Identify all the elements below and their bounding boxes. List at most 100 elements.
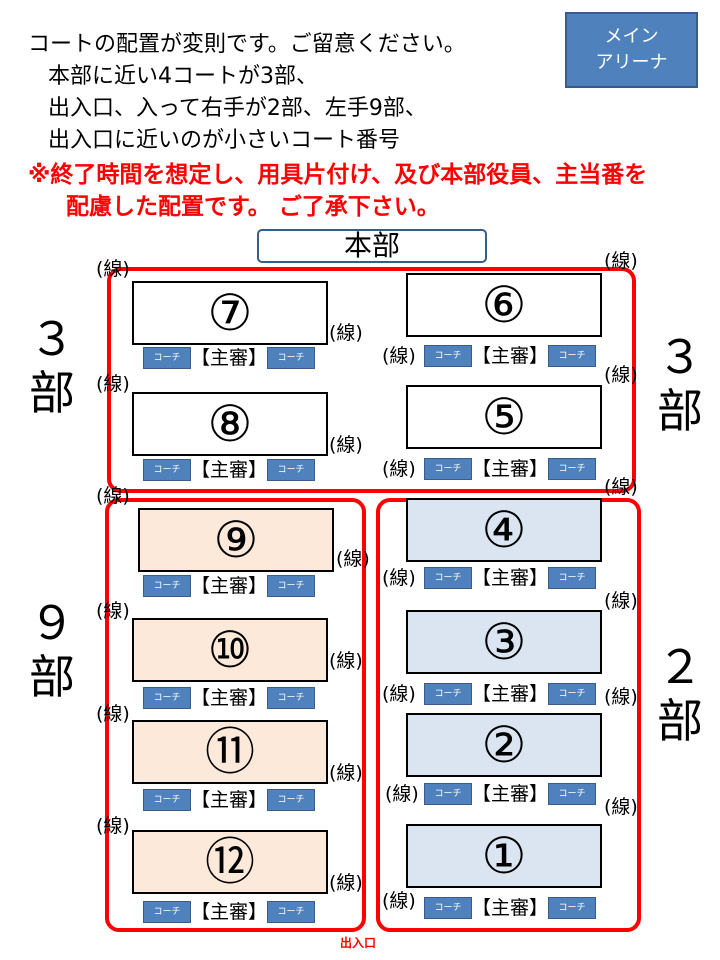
note-line-4: 出入口に近いのが小さいコート番号 [48,128,401,153]
court-6: ④ [406,498,602,562]
referee-row: コーチ【主審】コーチ [143,788,316,812]
coach-right-box: コーチ [267,347,316,369]
division-label-3-right: ３ 部 [650,330,710,438]
court-number: ⑤ [481,388,527,446]
coach-left-box: コーチ [424,567,472,589]
division-suffix: 部 [657,694,703,748]
line-judge-label: (線) [382,345,416,367]
warning-line-2: 配慮した配置です。 ご了承下さい。 [66,194,440,220]
line-judge-label: (線) [329,762,363,784]
division-suffix: 部 [657,384,703,438]
coach-left-box: コーチ [424,458,472,480]
line-judge-label: (線) [382,567,416,589]
line-judge-label: (線) [385,783,419,805]
court-number: ⑫ [205,833,255,891]
coach-right-box: コーチ [267,687,316,709]
coach-left-box: コーチ [424,683,472,705]
division-label-9: ９ 部 [22,596,82,704]
coach-right-box: コーチ [267,789,316,811]
line-judge-label: (線) [382,890,416,912]
line-judge-label: (線) [96,485,130,507]
coach-left-box: コーチ [424,783,472,805]
coach-left-box: コーチ [143,347,191,369]
chief-referee-label: 【主審】 [191,575,268,597]
chief-referee-label: 【主審】 [191,901,268,923]
line-judge-label: (線) [604,590,638,612]
referee-row: コーチ【主審】コーチ [143,686,316,710]
line-judge-label: (線) [604,686,638,708]
court-10: ② [406,713,602,777]
line-judge-label: (線) [96,258,130,280]
note-line-2: 本部に近い4コートが3部、 [48,64,318,89]
line-judge-label: (線) [604,364,638,386]
coach-right-box: コーチ [267,459,316,481]
line-judge-label: (線) [329,650,363,672]
court-number: ④ [481,501,527,559]
coach-left-box: コーチ [143,687,191,709]
coach-right-box: コーチ [548,345,597,367]
court-number: ① [481,827,527,885]
coach-right-box: コーチ [267,901,316,923]
referee-row: コーチ【主審】コーチ [424,782,597,806]
coach-left-box: コーチ [143,901,191,923]
coach-left-box: コーチ [143,459,191,481]
line-judge-label: (線) [96,600,130,622]
coach-right-box: コーチ [548,458,597,480]
court-number: ③ [481,613,527,671]
court-2: ⑥ [406,273,602,337]
chief-referee-label: 【主審】 [472,783,549,805]
division-suffix: 部 [29,366,75,420]
chief-referee-label: 【主審】 [472,345,549,367]
chief-referee-label: 【主審】 [191,459,268,481]
line-judge-label: (線) [604,796,638,818]
division-number: ９ [29,596,75,650]
note-line-1: コートの配置が変則です。ご留意ください。 [28,32,466,57]
court-number: ⑥ [481,276,527,334]
coach-left-box: コーチ [143,575,191,597]
chief-referee-label: 【主審】 [191,347,268,369]
chief-referee-label: 【主審】 [472,567,549,589]
line-judge-label: (線) [96,703,130,725]
court-5: ⑨ [138,508,334,572]
referee-row: コーチ【主審】コーチ [424,896,597,920]
line-judge-label: (線) [96,815,130,837]
coach-right-box: コーチ [548,683,597,705]
line-judge-label: (線) [604,476,638,498]
division-number: ２ [657,640,703,694]
referee-row: コーチ【主審】コーチ [424,682,597,706]
division-number: ３ [29,312,75,366]
entrance-label: 出入口 [340,936,377,950]
court-4: ⑤ [406,385,602,449]
chief-referee-label: 【主審】 [472,458,549,480]
court-7: ⑩ [132,618,328,682]
headquarters-box: 本部 [257,229,487,263]
line-judge-label: (線) [336,548,370,570]
court-number: ② [481,716,527,774]
referee-row: コーチ【主審】コーチ [143,458,316,482]
court-number: ⑪ [205,723,255,781]
court-number: ⑩ [207,621,253,679]
court-11: ⑫ [132,830,328,894]
division-label-3-left: ３ 部 [22,312,82,420]
coach-right-box: コーチ [548,897,597,919]
coach-left-box: コーチ [143,789,191,811]
referee-row: コーチ【主審】コーチ [143,574,316,598]
court-8: ③ [406,610,602,674]
line-judge-label: (線) [329,872,363,894]
referee-row: コーチ【主審】コーチ [143,900,316,924]
line-judge-label: (線) [329,322,363,344]
coach-right-box: コーチ [267,575,316,597]
court-1: ⑦ [132,281,328,345]
division-9-group [105,498,366,932]
line-judge-label: (線) [329,434,363,456]
chief-referee-label: 【主審】 [472,683,549,705]
chief-referee-label: 【主審】 [472,897,549,919]
main-arena-label: メイン アリーナ [565,12,698,88]
coach-right-box: コーチ [548,567,597,589]
chief-referee-label: 【主審】 [191,789,268,811]
line-judge-label: (線) [382,683,416,705]
division-label-2: ２ 部 [650,640,710,748]
coach-left-box: コーチ [424,345,472,367]
chief-referee-label: 【主審】 [191,687,268,709]
court-number: ⑧ [207,395,253,453]
